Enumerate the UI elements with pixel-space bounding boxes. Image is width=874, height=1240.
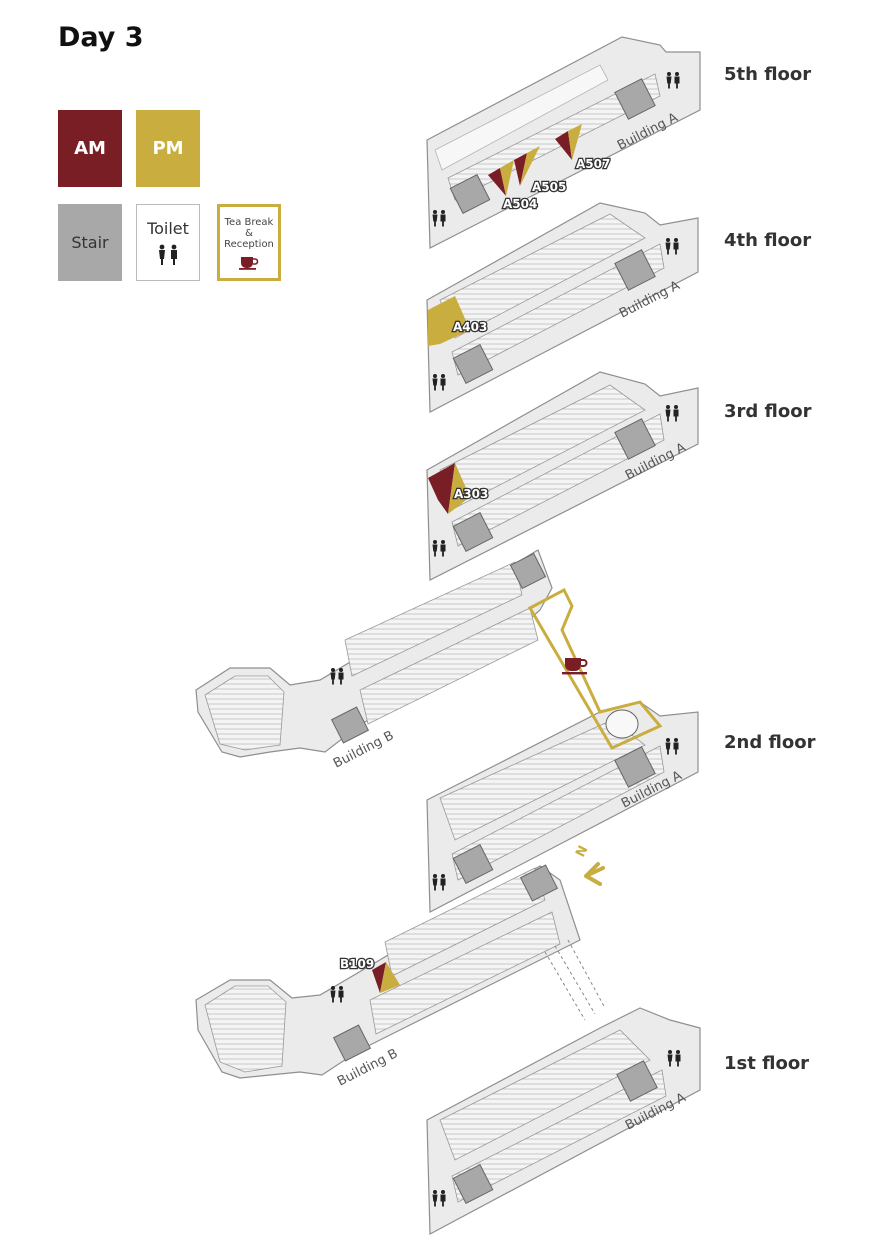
room-a303-pm <box>448 463 470 514</box>
stair <box>519 864 559 902</box>
tea-break-area <box>527 587 663 750</box>
coffee-cup-icon <box>562 658 588 675</box>
stair <box>452 344 494 384</box>
room-a505-pm <box>520 146 540 186</box>
floor-2-label: 2nd floor <box>724 732 816 753</box>
legend-am: AM <box>58 110 122 187</box>
legend-tea-break: Tea Break & Reception <box>217 204 281 281</box>
stair <box>330 706 370 744</box>
stair <box>614 746 656 788</box>
floor-4-label: 4th floor <box>724 230 812 251</box>
floor-5-label: 5th floor <box>724 64 812 85</box>
legend-stair: Stair <box>58 204 122 281</box>
legend-tea-line2: & <box>245 228 253 239</box>
floor-3-label: 3rd floor <box>724 401 812 422</box>
room-a303-am <box>428 463 455 514</box>
floor-5-plan: A504 A505 A507 Building A <box>426 36 701 249</box>
room-a505-am <box>514 153 527 186</box>
room-b109-am <box>372 962 386 993</box>
floor-4-plan: A403 Building A <box>426 202 699 413</box>
stair <box>452 512 494 552</box>
floor-1-label: 1st floor <box>724 1053 810 1074</box>
stair <box>614 249 656 291</box>
compass-label: N <box>573 843 591 860</box>
legend-toilet: Toilet <box>136 204 200 281</box>
stair <box>449 174 491 214</box>
room-b109-pm <box>380 962 400 993</box>
floor-2-plan: Building B Building A <box>195 549 699 913</box>
stair <box>509 552 547 590</box>
legend-tea-line3: Reception <box>224 239 274 250</box>
room-label-a303: A303 <box>454 487 488 501</box>
floor-1-plan: B109 Building B Building A <box>195 864 701 1235</box>
room-label-a504: A504 <box>503 197 537 211</box>
stair <box>614 78 656 120</box>
room-label-a505: A505 <box>532 180 566 194</box>
stair <box>332 1024 372 1062</box>
legend-pm-label: PM <box>152 138 184 159</box>
stair <box>614 418 656 460</box>
room-label-b109: B109 <box>340 957 374 971</box>
north-arrow-icon: N <box>573 843 605 886</box>
room-a507-am <box>555 131 572 160</box>
room-label-a507: A507 <box>576 157 610 171</box>
room-a403-pm <box>428 296 470 346</box>
toilet-people-icon <box>159 244 177 265</box>
room-label-a403: A403 <box>453 320 487 334</box>
legend-am-label: AM <box>74 138 106 159</box>
room-a504-pm <box>500 160 514 196</box>
stair <box>452 844 494 884</box>
legend-pm: PM <box>136 110 200 187</box>
page-title: Day 3 <box>58 22 144 53</box>
coffee-cup-icon <box>239 257 259 270</box>
stair <box>616 1060 658 1102</box>
legend-tea-line1: Tea Break <box>224 217 274 228</box>
stair <box>452 1164 494 1204</box>
legend-stair-label: Stair <box>71 233 109 252</box>
floor-3-plan: A303 Building A <box>426 371 699 581</box>
legend-toilet-label: Toilet <box>147 219 189 238</box>
room-a507-pm <box>568 124 582 160</box>
